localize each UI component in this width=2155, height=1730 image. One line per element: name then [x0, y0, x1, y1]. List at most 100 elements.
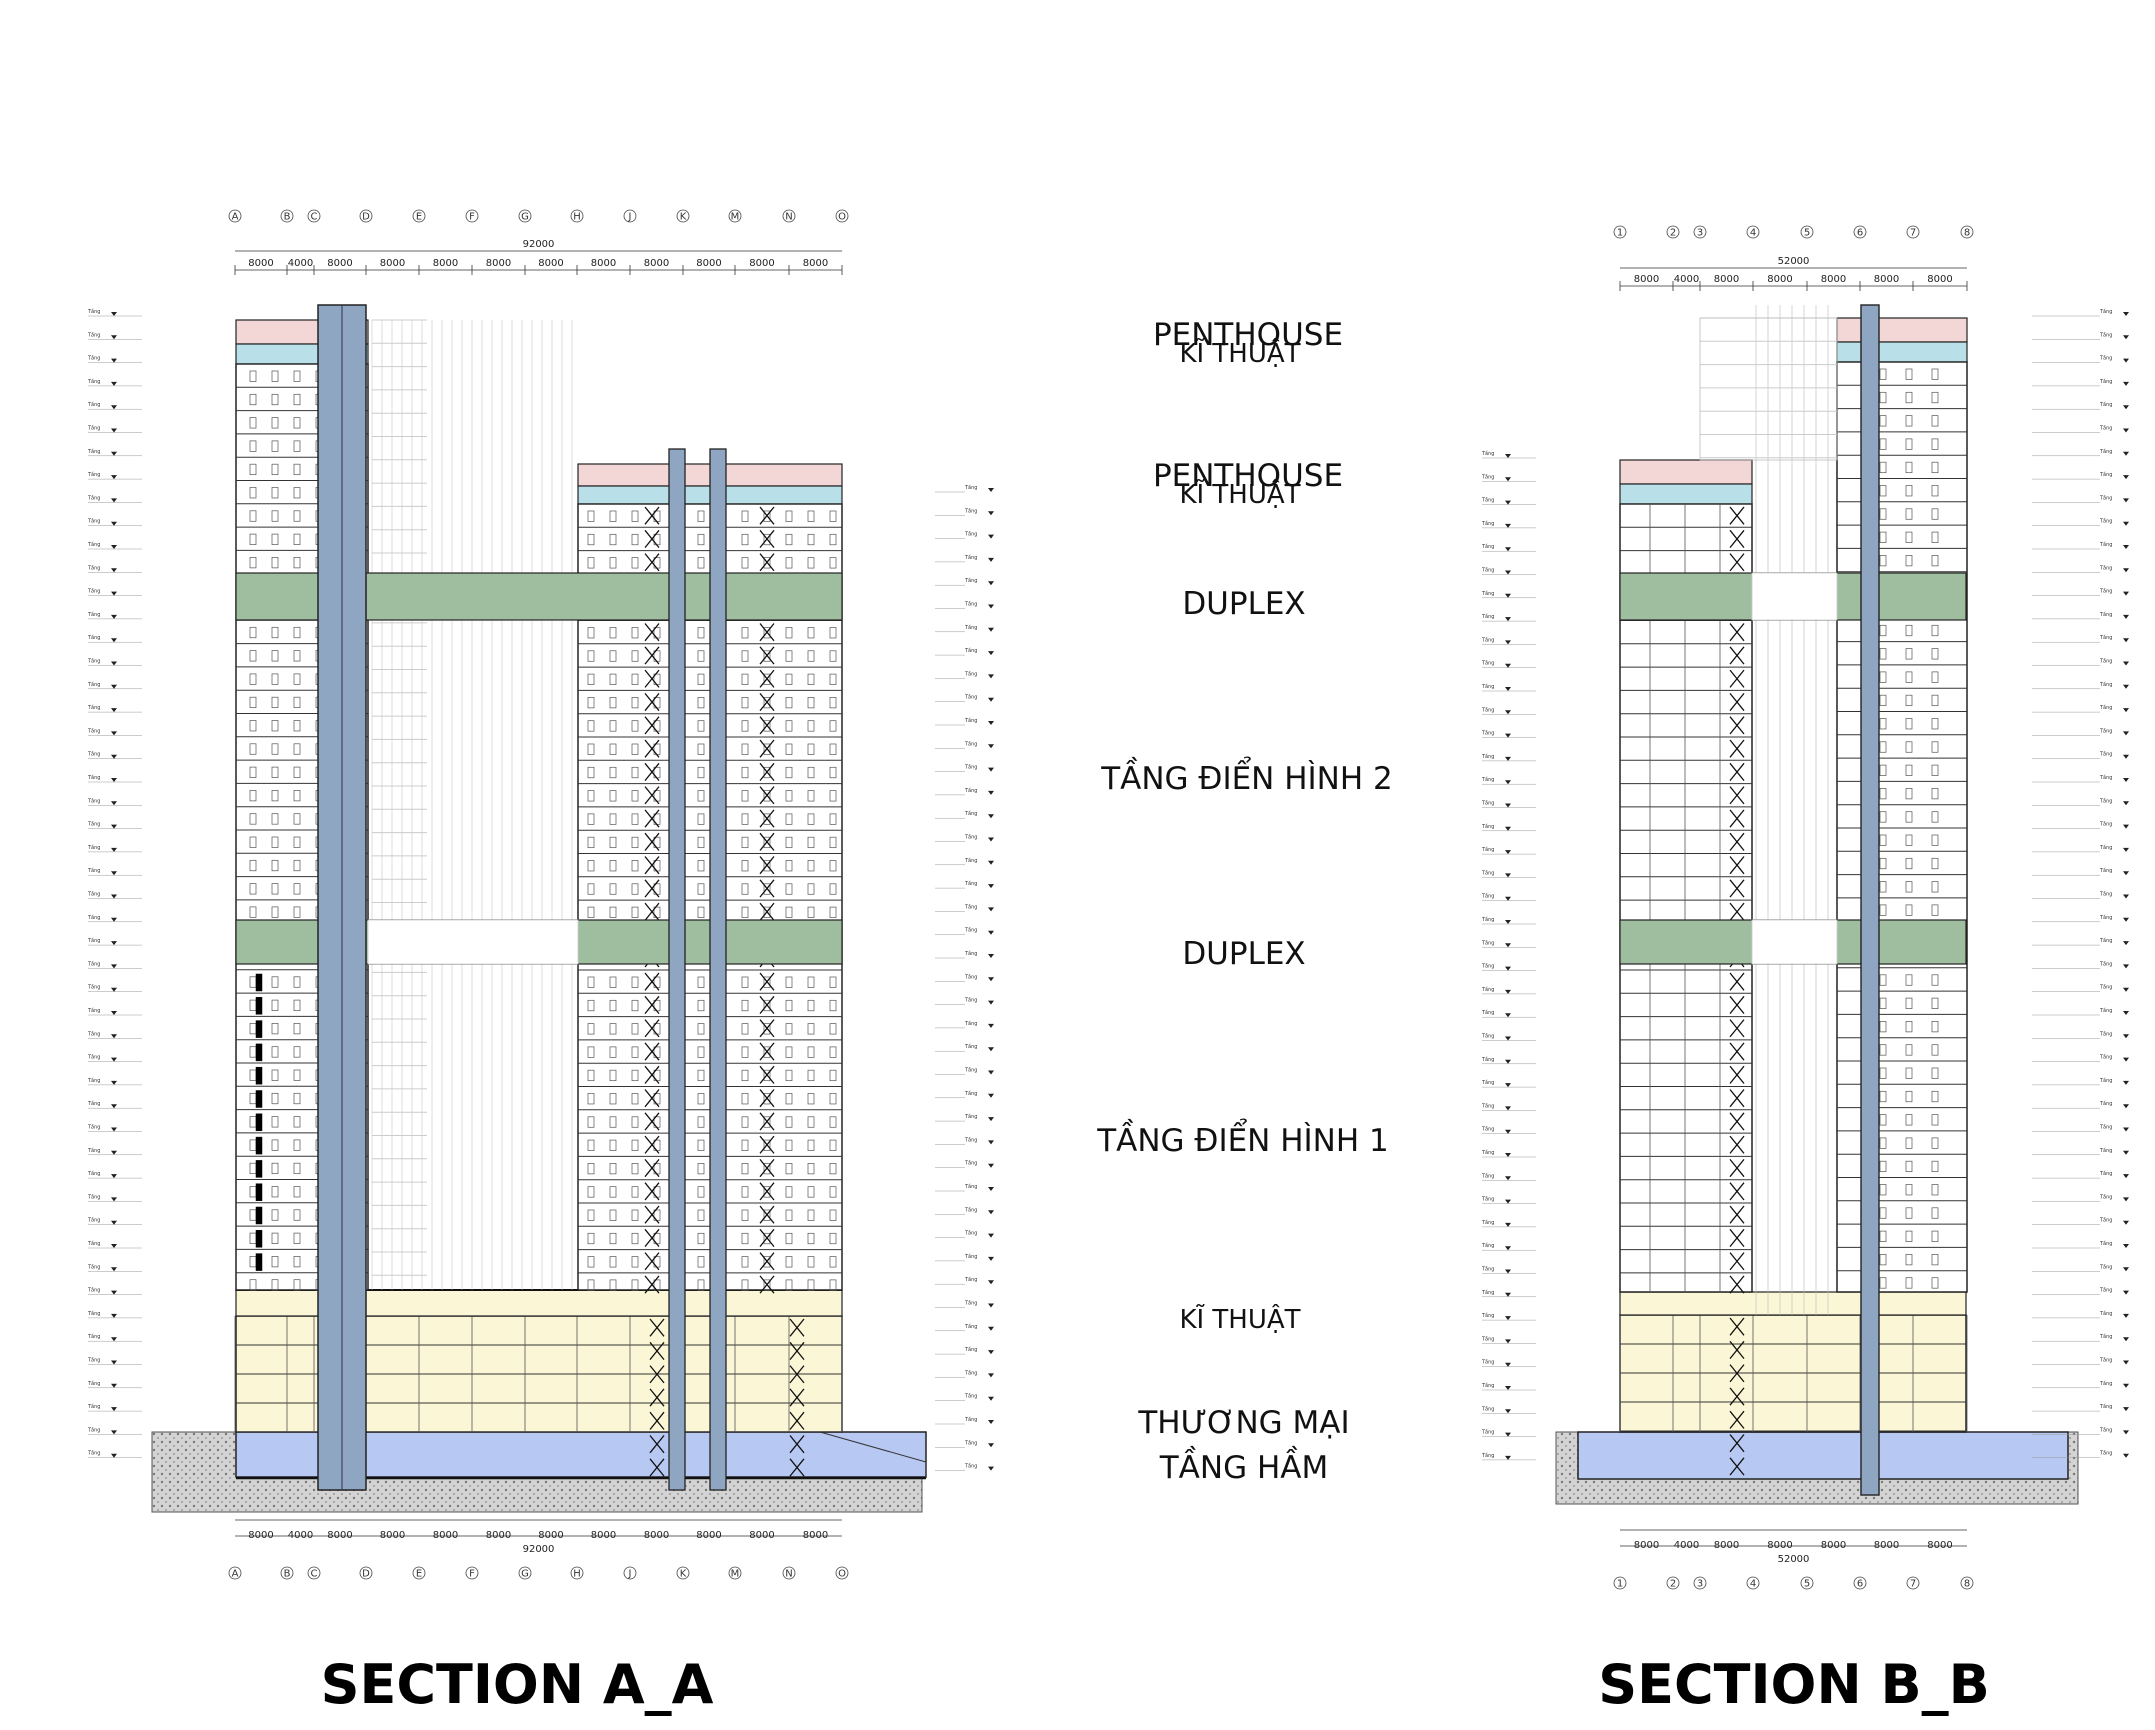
zone-label-duplex-lower: DUPLEX: [1182, 936, 1305, 972]
stair-flight: [759, 1135, 775, 1154]
level-marker-icon: [1505, 803, 1511, 808]
level-marker-icon: [2123, 964, 2129, 969]
level-tag-label: Tầng: [964, 763, 977, 771]
stair-flight: [649, 1458, 665, 1477]
podium-technical-level: [1619, 1291, 1967, 1316]
window-opening: [293, 859, 301, 872]
window-opening: [1905, 764, 1913, 776]
window-opening: [293, 1023, 301, 1035]
level-tag-label: Tầng: [2099, 983, 2112, 991]
level-tag-label: Tầng: [964, 1042, 977, 1050]
grid-axis-label: 4: [1750, 1579, 1756, 1590]
window-opening: [741, 790, 749, 802]
window-opening: [763, 743, 771, 755]
duplex-band-gap: [1751, 572, 1838, 621]
window-opening: [785, 720, 793, 732]
level-tag-label: Tầng: [964, 553, 977, 561]
level-marker-icon: [1505, 1269, 1511, 1274]
grid-axis-label: 1: [1617, 1579, 1623, 1590]
window-opening: [587, 1116, 595, 1128]
level-tag-label: Tầng: [964, 856, 977, 864]
window-opening: [609, 1139, 617, 1151]
window-opening: [249, 417, 257, 429]
bay-dimension: 8000: [1927, 1540, 1952, 1551]
window-opening: [807, 906, 815, 918]
level-tag-label: Tầng: [964, 646, 977, 654]
solid-wall-segment: [255, 1183, 263, 1201]
level-marker-icon: [988, 1000, 994, 1005]
level-marker-icon: [2123, 1313, 2129, 1318]
stair-flight: [759, 1112, 775, 1131]
window-opening: [1905, 1207, 1913, 1219]
stair-flight: [759, 739, 775, 758]
level-marker-icon: [1505, 663, 1511, 668]
level-tag-label: Tầng: [964, 716, 977, 724]
window-opening: [271, 463, 279, 476]
zone-label-commercial: THƯƠNG MẠI: [1137, 1405, 1349, 1441]
stair-flight: [759, 669, 775, 688]
window-opening: [697, 510, 705, 522]
window-opening: [785, 1023, 793, 1035]
window-opening: [1879, 974, 1887, 986]
window-opening: [1879, 788, 1887, 800]
stair-flight: [759, 1065, 775, 1084]
level-marker-icon: [2123, 591, 2129, 596]
stair-flight: [789, 1411, 805, 1430]
level-marker-icon: [111, 1360, 117, 1365]
grid-axis-label: C: [311, 212, 318, 223]
stair-flight: [644, 1065, 660, 1084]
stair-flight: [759, 972, 775, 991]
level-tag-label: Tầng: [87, 773, 100, 781]
level-marker-icon: [111, 894, 117, 899]
level-marker-icon: [111, 801, 117, 806]
level-marker-icon: [988, 1023, 994, 1028]
level-tag-label: Tầng: [2099, 1356, 2112, 1364]
level-marker-icon: [2123, 1150, 2129, 1155]
level-marker-icon: [988, 1396, 994, 1401]
level-marker-icon: [988, 651, 994, 656]
level-marker-icon: [111, 312, 117, 316]
window-opening: [271, 720, 279, 732]
window-opening: [1905, 671, 1913, 683]
window-opening: [1931, 415, 1939, 427]
level-marker-icon: [2123, 987, 2129, 992]
grid-bubble: [728, 1566, 742, 1580]
window-opening: [587, 533, 595, 546]
window-opening: [271, 1092, 279, 1105]
section-b-bottom-total-dimension: 52000: [1778, 1554, 1810, 1565]
window-opening: [587, 1046, 595, 1058]
window-opening: [697, 557, 705, 569]
window-opening: [631, 999, 639, 1012]
grid-axis-label: 8: [1964, 228, 1970, 239]
window-opening: [1931, 1207, 1939, 1219]
grid-axis-label: O: [838, 1569, 846, 1580]
window-opening: [1931, 741, 1939, 753]
stair-flight: [759, 1228, 775, 1248]
window-opening: [1931, 531, 1939, 543]
level-marker-icon: [111, 917, 117, 922]
level-tag-label: Tầng: [2099, 330, 2112, 338]
level-tag-label: Tầng: [87, 866, 100, 874]
stair-flight: [1729, 1340, 1745, 1360]
window-opening: [631, 720, 639, 732]
level-marker-icon: [2123, 358, 2129, 363]
level-tag-label: Tầng: [2099, 587, 2112, 595]
section-b-total-dimension: 52000: [1778, 256, 1810, 267]
window-opening: [293, 393, 301, 406]
zone-label-basement: TẦNG HẦM: [1159, 1447, 1328, 1486]
window-opening: [763, 906, 771, 918]
grid-axis-label: B: [284, 212, 291, 223]
grid-axis-label: 6: [1857, 1579, 1863, 1590]
window-opening: [1879, 671, 1887, 683]
bay-dimension: 8000: [696, 1530, 721, 1541]
window-opening: [587, 697, 595, 709]
level-marker-icon: [1505, 500, 1511, 505]
grid-bubble: [1613, 225, 1627, 239]
stair-flight: [759, 1019, 775, 1038]
window-opening: [785, 976, 793, 988]
level-tag-label: Tầng: [87, 1216, 100, 1224]
stair-flight: [759, 809, 775, 828]
level-tag-label: Tầng: [87, 377, 100, 385]
grid-bubble: [835, 1566, 849, 1580]
bay-dimension: 4000: [1674, 274, 1699, 285]
